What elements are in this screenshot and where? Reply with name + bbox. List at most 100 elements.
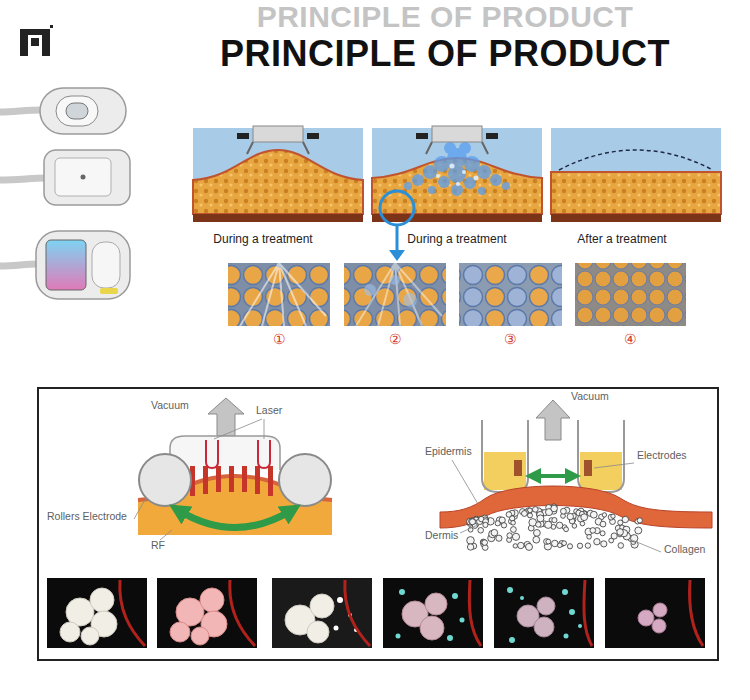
art-path <box>559 150 713 170</box>
art-rect <box>307 133 319 139</box>
art-circle <box>533 536 540 543</box>
part-label: Collagen <box>663 544 706 556</box>
art-circle <box>425 593 447 615</box>
art-path <box>134 498 146 519</box>
art-rect <box>237 133 249 139</box>
art-circle <box>522 511 528 517</box>
art-circle <box>501 523 506 528</box>
art-path <box>247 142 309 154</box>
art-path <box>193 150 363 214</box>
art-rect <box>484 452 526 490</box>
art-rect <box>20 29 50 35</box>
collagen-dots <box>467 504 643 551</box>
art-path <box>258 440 270 468</box>
art-circle <box>590 511 597 518</box>
title-shadow: PRINCIPLE OF PRODUCT <box>257 2 634 32</box>
rf-vacuum-diagram <box>440 400 712 552</box>
art-path <box>0 178 46 180</box>
art-rect <box>255 466 260 494</box>
art-circle <box>334 626 339 631</box>
page-title: PRINCIPLE OF PRODUCT <box>220 36 670 72</box>
art-rect <box>486 133 498 139</box>
art-path <box>372 158 542 214</box>
art-circle <box>526 543 533 550</box>
art-g <box>396 589 465 641</box>
art-rect <box>272 578 372 648</box>
art-circle <box>337 597 343 603</box>
art-circle <box>546 539 551 544</box>
art-circle <box>611 533 617 539</box>
art-path <box>440 486 712 528</box>
art-circle <box>467 544 473 550</box>
art-circle <box>652 619 666 633</box>
art-circle <box>470 519 476 525</box>
art-polygon <box>536 400 570 440</box>
art-circle <box>450 164 455 169</box>
callout-number: ② <box>389 332 402 347</box>
art-circle <box>572 524 577 529</box>
art-circle <box>510 516 515 521</box>
art-circle <box>602 513 606 517</box>
art-circle <box>490 174 502 186</box>
art-path <box>460 524 480 533</box>
art-circle <box>533 507 539 513</box>
art-rect <box>242 466 247 492</box>
art-circle <box>511 521 516 526</box>
art-circle <box>534 617 554 637</box>
art-circle <box>551 505 558 512</box>
art-path <box>206 440 218 468</box>
art-path <box>690 580 703 646</box>
part-label: Electrodes <box>636 450 688 462</box>
art-circle <box>558 543 563 548</box>
art-path <box>469 580 481 646</box>
art-rect <box>383 578 483 648</box>
art-circle <box>512 533 519 540</box>
art-circle <box>482 540 488 546</box>
art-circle <box>581 514 588 521</box>
art-rect <box>494 578 594 648</box>
art-circle <box>307 621 329 643</box>
art-circle <box>502 182 510 190</box>
art-circle <box>279 454 331 506</box>
art-circle <box>594 539 600 545</box>
art-circle <box>552 518 557 523</box>
art-g <box>364 275 417 307</box>
art-circle <box>496 535 502 541</box>
art-rect <box>228 263 330 326</box>
art-g <box>436 164 479 187</box>
art-circle <box>590 528 596 534</box>
art-path <box>178 510 292 528</box>
art-rect <box>459 263 562 326</box>
art-circle <box>534 530 541 537</box>
art-circle <box>403 293 417 307</box>
art-path <box>578 420 624 492</box>
art-circle <box>380 191 414 225</box>
art-circle <box>428 186 436 194</box>
art-path <box>533 474 573 478</box>
art-rect <box>56 96 98 126</box>
art-circle <box>536 522 541 527</box>
art-path <box>120 580 145 646</box>
art-path <box>584 580 592 646</box>
art-rect <box>31 38 39 46</box>
art-g <box>190 466 273 496</box>
art-circle <box>585 543 590 548</box>
part-label: Laser <box>255 405 283 417</box>
art-circle <box>491 529 498 536</box>
art-circle <box>478 528 484 534</box>
art-path <box>551 172 721 214</box>
art-path <box>356 263 442 326</box>
art-circle <box>364 284 376 296</box>
art-rect <box>416 133 428 139</box>
art-circle <box>310 594 334 618</box>
art-circle <box>390 275 400 285</box>
part-label: Rollers Electrode <box>46 511 128 523</box>
art-circle <box>467 537 475 545</box>
panel-caption: After a treatment <box>575 233 668 246</box>
art-g <box>134 419 264 540</box>
panel-caption: During a treatment <box>211 233 314 246</box>
art-circle <box>60 622 80 642</box>
art-circle <box>537 515 544 522</box>
